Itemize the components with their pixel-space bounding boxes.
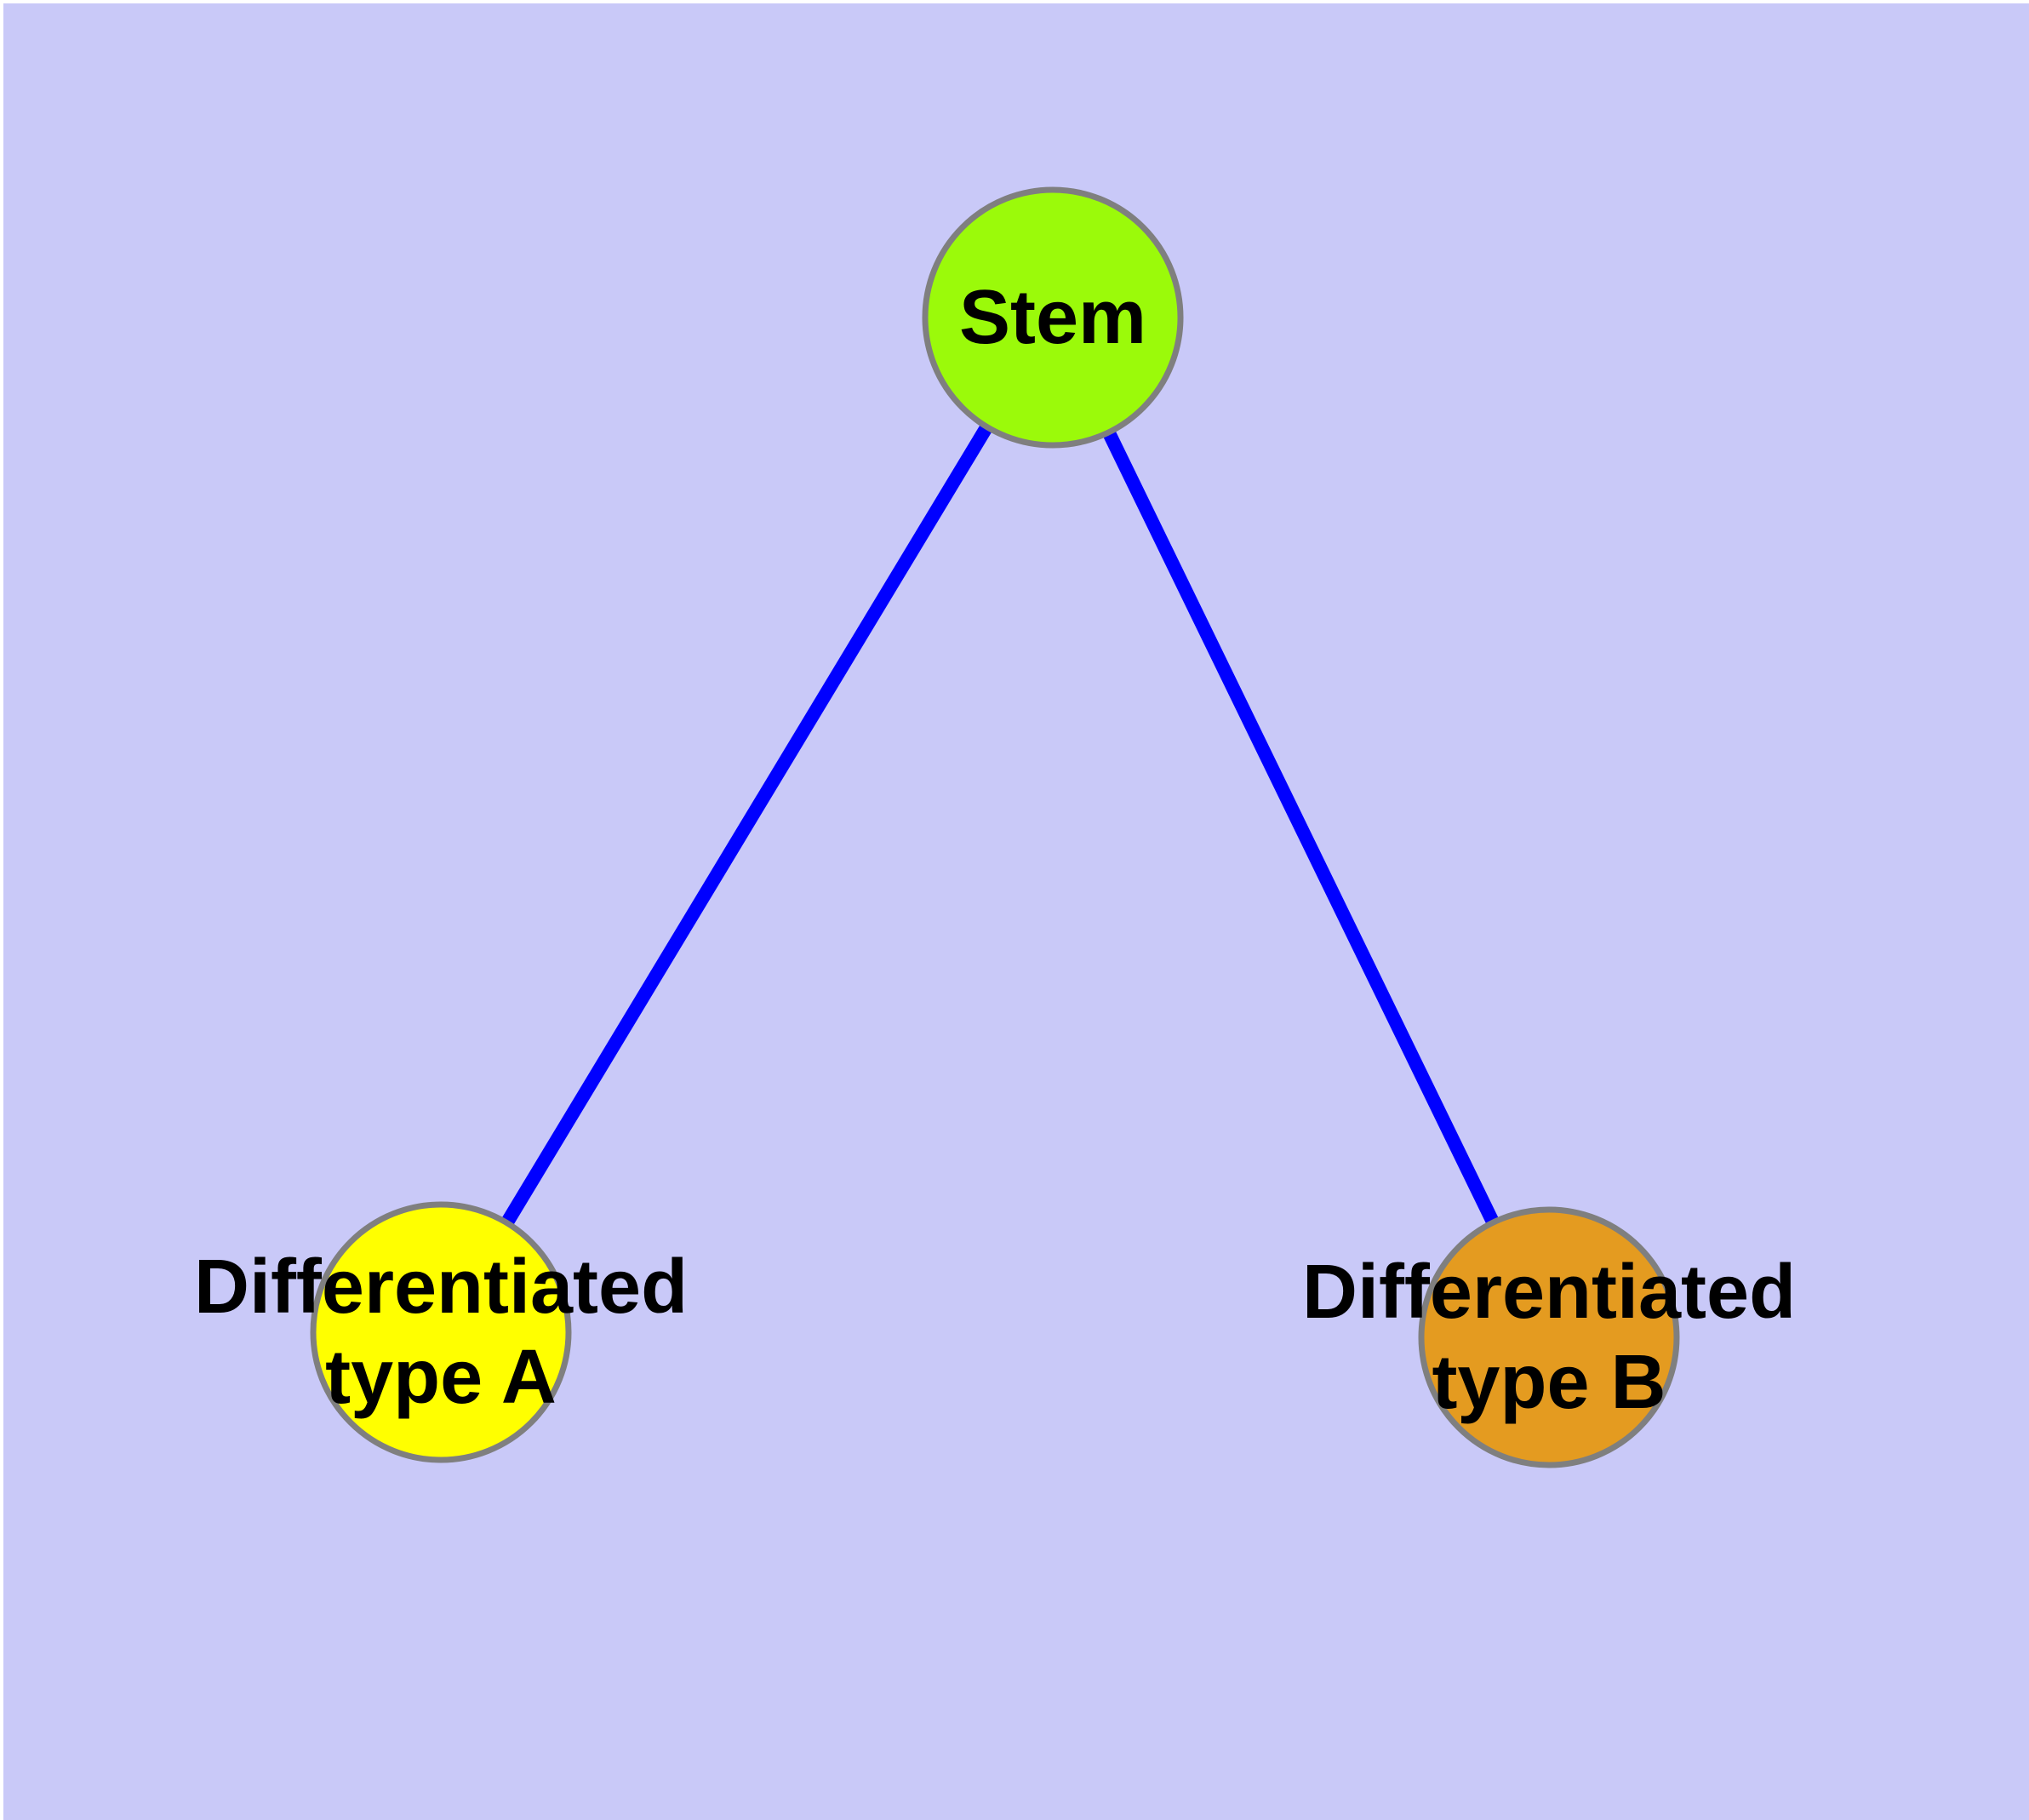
node-type-b-circle	[1418, 1206, 1680, 1468]
edge-stem-to-type-b	[1046, 314, 1556, 1341]
node-type-a-circle	[310, 1201, 572, 1463]
node-type-a-label-line2: type A	[325, 1335, 557, 1420]
node-type-a-label-line1: Differentiated	[193, 1245, 689, 1330]
node-type-b-label-line1: Differentiated	[1301, 1250, 1797, 1335]
node-stem-circle	[922, 186, 1184, 449]
node-stem-label-line: Stem	[958, 275, 1147, 360]
node-stem-label: Stem	[959, 272, 1146, 363]
node-type-b-label-line2: type B	[1432, 1340, 1666, 1425]
node-type-b-label: Differentiated type B	[1302, 1247, 1796, 1428]
edge-stem-to-type-a	[435, 313, 1059, 1336]
node-type-a-label: Differentiated type A	[194, 1242, 688, 1422]
